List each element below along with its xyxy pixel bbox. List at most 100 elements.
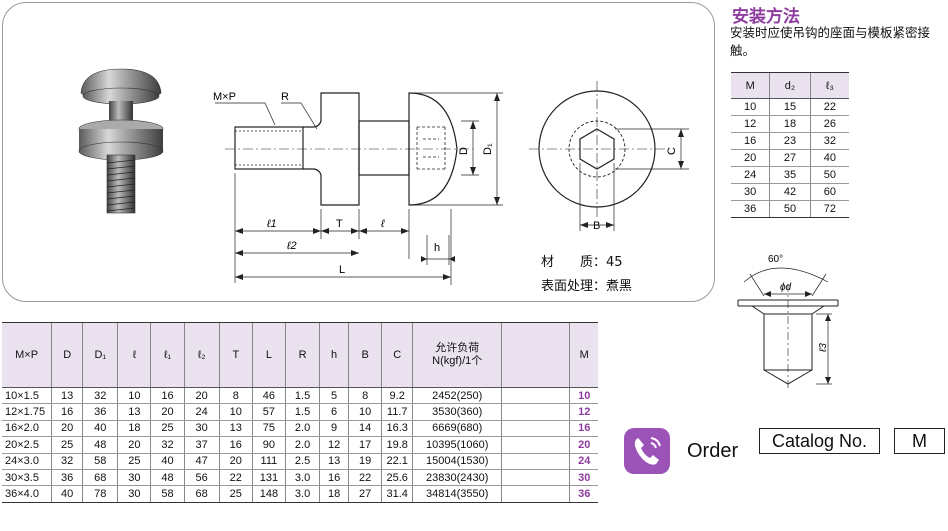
spec-header-cell: ℓ₁	[150, 322, 185, 388]
spec-cell: 6	[319, 403, 349, 421]
side-dimensions	[215, 92, 503, 285]
label-phid: ϕd	[780, 282, 792, 293]
spec-cell: 3.0	[284, 469, 320, 487]
spec-cell	[501, 420, 570, 438]
install-header-d2: d₂	[769, 72, 811, 99]
spec-cell: 68	[183, 485, 220, 503]
spec-cell: 3.0	[284, 485, 320, 503]
install-cell: 20	[731, 149, 770, 167]
spec-cell: 78	[82, 485, 118, 503]
spec-header-cell: T	[218, 322, 253, 388]
spec-header-cell: L	[251, 322, 286, 388]
material-line: 材 质：45	[541, 251, 623, 270]
spec-cell: 148	[251, 485, 286, 503]
spec-cell: 22.1	[381, 453, 413, 470]
spec-cell: 131	[251, 469, 286, 487]
spec-cell: 25	[150, 420, 185, 438]
spec-cell: 10395(1060)	[412, 436, 502, 454]
spec-header-cell: C	[381, 322, 413, 388]
spec-cell: 20	[183, 387, 220, 405]
install-description: 安装时应使吊钩的座面与模板紧密接触。	[730, 25, 931, 58]
spec-cell: 14	[348, 420, 382, 438]
install-cell: 32	[809, 132, 849, 150]
label-l2: ℓ2	[286, 240, 297, 252]
label-L: L	[339, 264, 345, 276]
install-cell: 72	[809, 200, 849, 218]
spec-cell: 58	[82, 453, 118, 470]
spec-cell: 24	[183, 403, 220, 421]
spec-cell: 13	[218, 420, 253, 438]
spec-header-cell: B	[348, 322, 382, 388]
spec-cell: 34814(3550)	[412, 485, 502, 503]
spec-cell: 30	[117, 469, 151, 487]
spec-cell: 22	[218, 469, 253, 487]
label-mxp: M×P	[213, 91, 236, 103]
arrowheads	[235, 93, 500, 280]
spec-cell: 57	[251, 403, 286, 421]
spec-cell: 16	[51, 403, 83, 421]
spec-cell: 18	[117, 420, 151, 438]
spec-cell: 48	[82, 436, 118, 454]
spec-cell	[501, 387, 570, 405]
spec-cell: 16	[319, 469, 349, 487]
spec-cell: 10	[348, 403, 382, 421]
spec-cell	[501, 485, 570, 503]
spec-cell: 2.0	[284, 420, 320, 438]
spec-cell: 47	[183, 453, 220, 470]
spec-cell: 58	[150, 485, 185, 503]
spec-cell: 17	[348, 436, 382, 454]
spec-header-cell: 允许负荷 N(kgf)/1个	[412, 322, 502, 388]
install-cell: 40	[809, 149, 849, 167]
catalog-no-label: Catalog No.	[759, 428, 880, 454]
install-cell: 24	[731, 166, 770, 184]
spec-cell: 23830(2430)	[412, 469, 502, 487]
label-t: T	[336, 218, 343, 230]
bolt-photo	[78, 68, 164, 214]
spec-cell: 12×1.75	[2, 403, 52, 421]
spec-cell: 8	[218, 387, 253, 405]
end-arrowheads	[580, 129, 684, 228]
label-l: ℓ	[380, 218, 385, 230]
technical-drawing: M×P R D D₁ ℓ1 T ℓ ℓ2 h L B C	[78, 68, 689, 285]
spec-cell: 1.5	[284, 403, 320, 421]
spec-cell: 20	[150, 403, 185, 421]
install-cell: 12	[731, 115, 770, 133]
spec-cell: 27	[348, 485, 382, 503]
spec-cell: 13	[51, 387, 83, 405]
spec-cell: 2.0	[284, 436, 320, 454]
spec-cell: 32	[51, 453, 83, 470]
label-c: C	[666, 147, 678, 155]
spec-cell	[501, 403, 570, 421]
label-b: B	[593, 220, 600, 232]
spec-m-cell: 30	[569, 469, 598, 487]
spec-cell: 90	[251, 436, 286, 454]
spec-cell: 32	[150, 436, 185, 454]
spec-cell: 20	[117, 436, 151, 454]
spec-header-cell: M×P	[2, 322, 52, 388]
spec-cell: 12	[319, 436, 349, 454]
spec-m-cell: 36	[569, 485, 598, 503]
order-label: Order	[687, 440, 739, 462]
label-h: h	[434, 242, 440, 254]
spec-cell: 19.8	[381, 436, 413, 454]
label-l3: ℓ3	[818, 343, 829, 353]
spec-cell: 10×1.5	[2, 387, 52, 405]
spec-cell: 25	[51, 436, 83, 454]
install-cell: 18	[769, 115, 811, 133]
install-header-row: M d₂ ℓ₃	[731, 72, 849, 99]
spec-cell: 30×3.5	[2, 469, 52, 487]
label-d1: D₁	[482, 143, 494, 155]
spec-m-cell: 24	[569, 453, 598, 470]
spec-cell: 25	[117, 453, 151, 470]
install-cell: 30	[731, 183, 770, 201]
spec-cell: 68	[82, 469, 118, 487]
spec-m-cell: 16	[569, 420, 598, 438]
spec-cell: 16×2.0	[2, 420, 52, 438]
label-d: D	[458, 147, 470, 155]
